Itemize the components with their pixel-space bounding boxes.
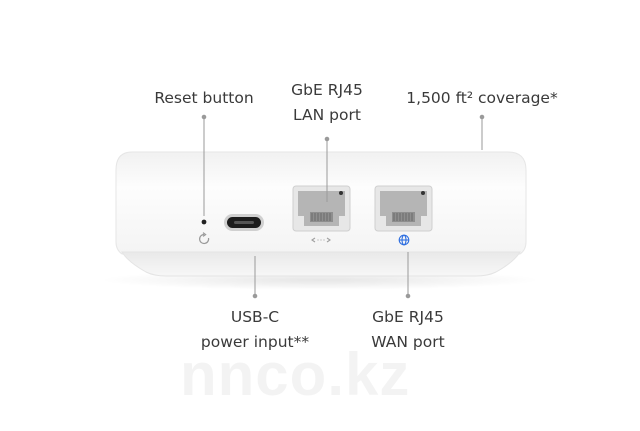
leader-lines [201,114,485,299]
lan-arrows-icon [311,237,331,243]
lan-port[interactable] [292,185,351,232]
lan-label-line1: GbE RJ45 [291,81,363,99]
reset-button-callout: Reset button [154,86,254,111]
globe-icon [398,234,410,246]
usbc-port[interactable] [224,214,264,231]
usbc-callout: USB-C power input** [195,305,315,355]
lan-label-line2: LAN port [293,106,361,124]
coverage-callout: 1,500 ft² coverage* [402,86,562,111]
watermark: nnco.kz [180,340,410,409]
lan-port-callout: GbE RJ45 LAN port [277,78,377,128]
reset-circular-arrow-icon [199,232,210,245]
usbc-label-line2: power input** [200,333,310,351]
wan-port[interactable] [374,185,433,232]
wan-label-line2: WAN port [371,333,445,351]
usbc-label-line1: USB-C [230,308,280,326]
reset-pinhole[interactable] [201,219,207,225]
reset-label: Reset button [154,89,254,107]
wan-port-callout: GbE RJ45 WAN port [358,305,458,355]
coverage-label: 1,500 ft² coverage* [406,89,558,107]
wan-label-line1: GbE RJ45 [372,308,444,326]
